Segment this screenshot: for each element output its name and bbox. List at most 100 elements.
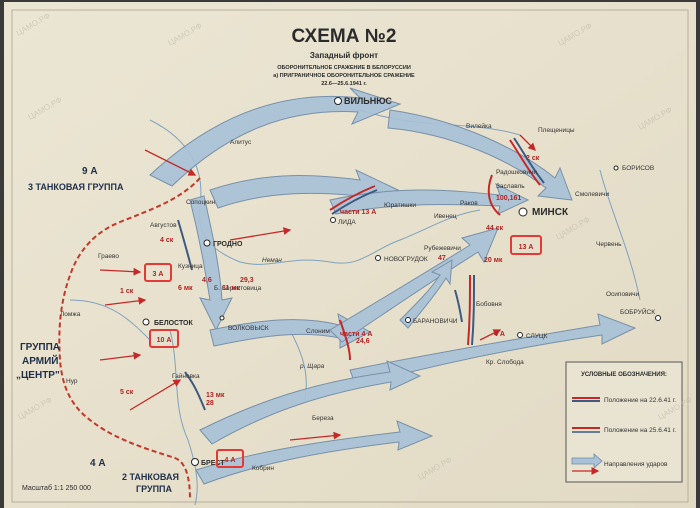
city-kr-sloboda: Кр. Слобода bbox=[486, 358, 524, 366]
marker-slutsk bbox=[517, 332, 523, 338]
army-box-3a: 3 А bbox=[144, 263, 172, 282]
army-13a: 13 А bbox=[519, 244, 534, 251]
city-rubezhevichi: Рубежевичи bbox=[424, 244, 461, 252]
city-alitus: Алитус bbox=[230, 139, 252, 146]
soviet-lines bbox=[177, 137, 545, 411]
city-grodno: ГРОДНО bbox=[213, 241, 243, 248]
line-bobovnya bbox=[454, 289, 463, 323]
marker-brest bbox=[191, 458, 199, 466]
city-nur: Нур bbox=[66, 378, 78, 385]
line-2sk-blue bbox=[513, 137, 545, 184]
marker-vilnius bbox=[334, 97, 342, 105]
city-osipovichi: Осиповичи bbox=[606, 291, 640, 298]
line-2sk bbox=[509, 139, 541, 186]
unit-6mk-num: 4,6 bbox=[202, 277, 212, 284]
city-borisov: БОРИСОВ bbox=[622, 165, 654, 172]
legend-item-1: Положение на 22.6.41 г. bbox=[604, 397, 676, 404]
city-sopotskin: Сопоцкин bbox=[186, 199, 216, 206]
german-arrows bbox=[149, 87, 637, 485]
unit-11mk: 11 мк bbox=[222, 285, 241, 292]
enemy-4a: 4 А bbox=[90, 458, 106, 469]
river-bug bbox=[169, 329, 198, 506]
river-neman bbox=[149, 119, 481, 265]
city-lomzha: Ломжа bbox=[60, 311, 81, 318]
title-dates: 22.6—25.6.1941 г. bbox=[321, 81, 367, 87]
soviet-red-arrows bbox=[99, 134, 536, 441]
line-slonim bbox=[339, 319, 351, 361]
marker-minsk bbox=[518, 207, 528, 217]
line-lida-blue bbox=[331, 189, 378, 215]
city-cherven: Червень bbox=[596, 241, 622, 248]
city-markers bbox=[142, 97, 661, 466]
city-minsk: МИНСК bbox=[532, 207, 569, 218]
city-bereza: Береза bbox=[312, 415, 334, 422]
red-arrow-5 bbox=[99, 351, 142, 361]
city-novogrudok: НОВОГРУДОК bbox=[384, 256, 428, 263]
unit-1sk: 1 ск bbox=[120, 288, 134, 295]
title-line1: ОБОРОНИТЕЛЬНОЕ СРАЖЕНИЕ В БЕЛОРУССИИ bbox=[277, 65, 411, 71]
city-zaslavl: Заславль bbox=[496, 183, 525, 190]
line-gainovka bbox=[184, 371, 206, 411]
arrow-vilnius bbox=[149, 87, 402, 187]
title-line2: а) ПРИГРАНИЧНОЕ ОБОРОНИТЕЛЬНОЕ СРАЖЕНИЕ bbox=[273, 73, 415, 79]
army-4a: 4 А bbox=[225, 457, 236, 464]
enemy-ga-line1: ГРУППА bbox=[20, 342, 60, 353]
unit-44sk: 44 ск bbox=[486, 225, 504, 232]
marker-belostok bbox=[142, 318, 150, 326]
marker-volkovysk bbox=[219, 315, 225, 321]
red-arrow-1 bbox=[144, 149, 197, 176]
unit-13mk-num: 28 bbox=[206, 400, 214, 407]
marker-bobruisk bbox=[655, 315, 661, 321]
red-arrow-7 bbox=[289, 431, 342, 441]
city-lida: ЛИДА bbox=[338, 219, 356, 226]
map-frame bbox=[11, 9, 689, 503]
arrow-volkovysk bbox=[209, 313, 372, 349]
city-pleshchenitsy: Плещеницы bbox=[538, 127, 575, 134]
title-main: СХЕМА №2 bbox=[292, 26, 397, 47]
unit-2sk: 2 ск bbox=[526, 155, 540, 162]
arrow-brest-east bbox=[195, 420, 434, 485]
line-stolbtsy bbox=[467, 274, 471, 346]
red-arrow-6 bbox=[129, 379, 182, 411]
red-arrow-4 bbox=[104, 296, 147, 306]
river-berezina bbox=[599, 169, 641, 301]
legend-title: УСЛОВНЫЕ ОБОЗНАЧЕНИЯ: bbox=[581, 372, 667, 378]
river-shchara-label: р. Щара bbox=[299, 363, 325, 370]
river-narew bbox=[69, 299, 151, 341]
army-chasti4: части 4 А bbox=[340, 331, 372, 338]
army-chasti13: части 13 А bbox=[340, 209, 376, 216]
unit-4sk: 4 ск bbox=[160, 237, 174, 244]
arrow-baranovichi-slutsk bbox=[349, 313, 637, 387]
enemy-2tg-line2: ГРУППА bbox=[136, 484, 173, 494]
line-stolbtsy-blue bbox=[471, 274, 475, 346]
line-lida bbox=[329, 185, 376, 211]
red-arrow-3 bbox=[99, 267, 142, 276]
red-arrow-9 bbox=[519, 134, 536, 151]
legend: УСЛОВНЫЕ ОБОЗНАЧЕНИЯ: Положение на 22.6.… bbox=[565, 361, 683, 483]
marker-lida bbox=[330, 217, 336, 223]
city-slonim: Слоним bbox=[306, 328, 330, 335]
arrow-lida-minsk bbox=[329, 182, 530, 215]
unit-chasti4-num: 24,6 bbox=[356, 338, 370, 345]
arrow-novogrudok bbox=[399, 259, 453, 329]
army-box-10a: 10 А bbox=[149, 329, 179, 348]
unit-5sk: 5 ск bbox=[120, 389, 134, 396]
arrow-lower-south bbox=[199, 360, 422, 445]
city-kuznitsa: Кузница bbox=[178, 263, 203, 270]
enemy-ga-line2: АРМИЙ bbox=[22, 354, 58, 367]
city-ivenets: Ивенец bbox=[434, 213, 457, 220]
enemy-ga-line3: „ЦЕНТР" bbox=[16, 370, 60, 381]
unit-20mk: 20 мк bbox=[484, 257, 503, 264]
unit-ur: 100,161 bbox=[496, 195, 521, 202]
marker-grodno bbox=[203, 239, 211, 247]
city-bobovnya: Бобовня bbox=[476, 300, 502, 308]
city-vilnius: ВИЛЬНЮС bbox=[344, 96, 392, 106]
line-minsk-ur bbox=[487, 174, 501, 216]
river-neman-label: Неман bbox=[262, 257, 282, 264]
legend-arrow-blue bbox=[571, 453, 603, 469]
city-slutsk: СЛУЦК bbox=[526, 333, 548, 340]
city-gainovka: Гайновка bbox=[172, 372, 200, 380]
arrow-vilnius-minsk bbox=[387, 109, 573, 201]
marker-novogrudok bbox=[375, 255, 381, 261]
